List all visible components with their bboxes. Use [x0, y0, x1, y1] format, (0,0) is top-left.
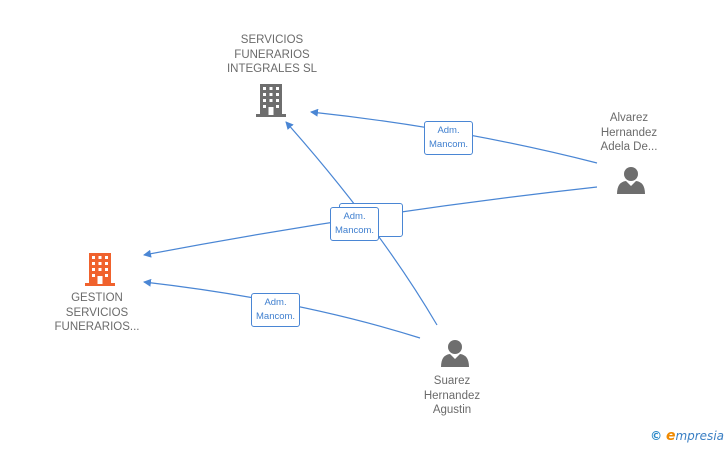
edge-label-suarez-gestion[interactable]: Adm. Mancom.	[251, 293, 301, 327]
building-icon	[256, 84, 286, 117]
brand-name: mpresia	[675, 429, 724, 443]
person-icon	[441, 340, 469, 367]
edge-label-alvarez-servicios[interactable]: Adm. Mancom.	[424, 121, 474, 155]
empresia-watermark: © empresia	[650, 428, 724, 444]
brand-initial: e	[665, 428, 676, 444]
person-icon	[617, 167, 645, 194]
company-label-servicios[interactable]: SERVICIOS FUNERARIOS INTEGRALES SL	[226, 34, 318, 75]
building-icon	[85, 253, 115, 286]
copyright-symbol: ©	[650, 429, 663, 443]
person-label-suarez[interactable]: Suarez Hernandez Agustin	[423, 375, 481, 416]
company-label-gestion[interactable]: GESTION SERVICIOS FUNERARIOS...	[54, 292, 140, 333]
edge-label-alvarez-gestion[interactable]: Adm. Mancom.	[330, 207, 380, 241]
person-label-alvarez[interactable]: Alvarez Hernandez Adela De...	[600, 112, 658, 153]
